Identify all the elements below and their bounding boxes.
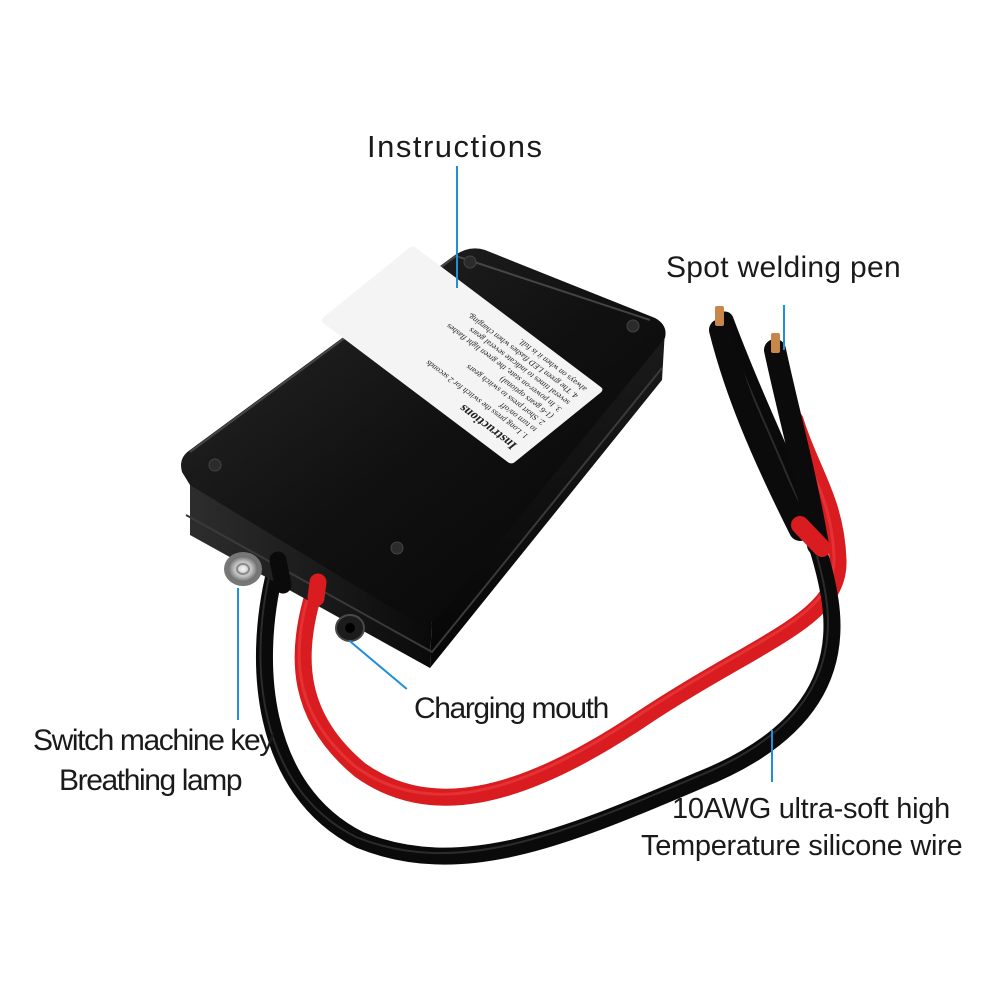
pen-tube-right [764, 339, 829, 556]
pen-tip-right [771, 333, 780, 353]
label-spot-welding-pen: Spot welding pen [666, 251, 901, 284]
screw-hole [390, 541, 404, 555]
switch-button [228, 556, 258, 582]
callout-line-switch [237, 588, 239, 720]
callout-line-spot-welding-pen [783, 305, 785, 350]
label-wire-line1: 10AWG ultra-soft high [672, 793, 950, 825]
screw-hole [208, 458, 222, 472]
screw-hole [626, 319, 640, 333]
pen-tube-left [709, 319, 811, 541]
pen-tip-left [715, 306, 724, 326]
box-top-face [181, 248, 666, 624]
label-wire-line2: Temperature silicone wire [641, 830, 963, 862]
callout-line-instructions [456, 166, 458, 288]
label-breathing-lamp: Breathing lamp [59, 764, 243, 797]
label-instructions: Instructions [367, 129, 544, 164]
label-charging-mouth: Charging mouth [414, 692, 609, 725]
callout-line-wire [771, 730, 773, 782]
label-switch-machine-key: Switch machine key [33, 724, 274, 757]
red-wire [294, 411, 847, 806]
screw-hole [463, 255, 477, 269]
